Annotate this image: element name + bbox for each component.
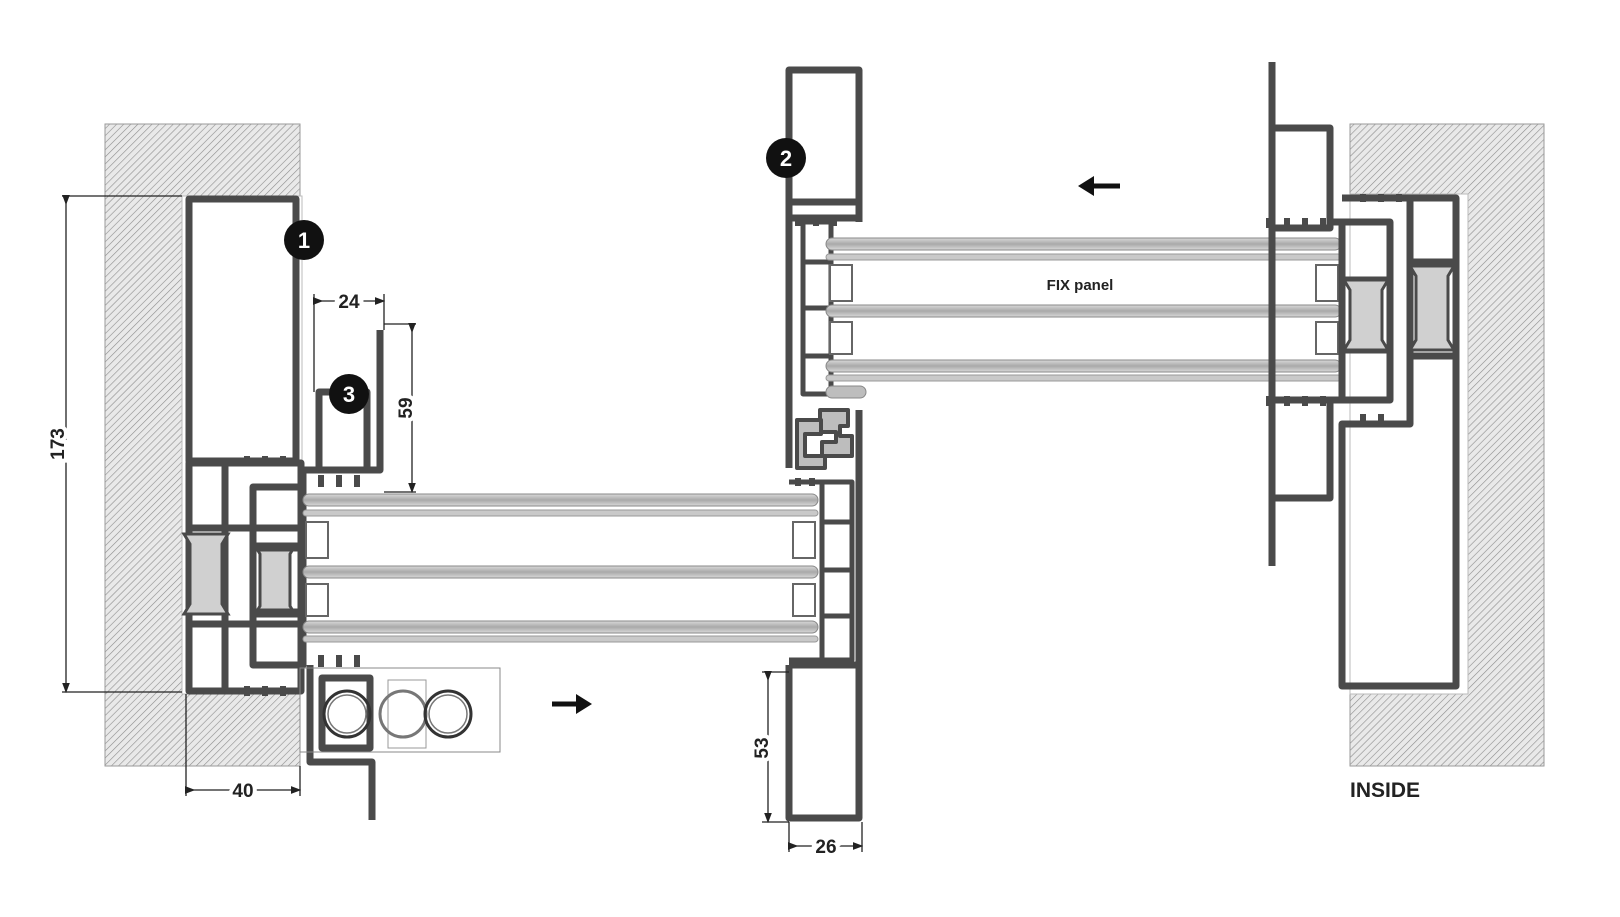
fix-panel-label: FIX panel: [1047, 277, 1114, 294]
sliding-sash-left: [249, 330, 384, 669]
left-frame-teeth: [244, 456, 286, 696]
arrow-right-icon: [552, 694, 592, 714]
left-thermal-break: [181, 532, 299, 618]
center-interlock-hook: [795, 408, 854, 470]
dim-frame-depth-label: 40: [232, 781, 253, 802]
dim-profile-height-label: 59: [396, 397, 417, 418]
callout-3: 3: [329, 374, 369, 414]
sliding-glass: [302, 493, 819, 643]
right-outer-fin: [1268, 62, 1334, 566]
right-thermal-break: [1341, 264, 1457, 352]
dim-jamb-depth: [762, 670, 789, 824]
roller-wheels: [299, 667, 501, 753]
arrow-left-icon: [1078, 176, 1120, 196]
center-bottom-profile: [785, 410, 863, 822]
svg-text:1: 1: [298, 228, 310, 253]
dim-frame-depth: [184, 694, 302, 796]
dim-jamb-depth-label: 53: [752, 737, 773, 758]
callout-1: 1: [284, 220, 324, 260]
right-frame-profile: [1338, 194, 1460, 690]
sliding-bottom-profile: [306, 665, 376, 820]
dim-profile-width-label: 24: [338, 292, 360, 313]
dim-jamb-width-label: 26: [815, 837, 836, 858]
svg-text:3: 3: [343, 382, 355, 407]
dim-jamb-width: [787, 822, 864, 852]
left-wall: [104, 123, 303, 767]
sliding-sash-teeth: [318, 475, 360, 667]
center-teeth: [795, 218, 837, 486]
dim-frame-height: [62, 194, 182, 694]
fix-glass: [825, 237, 1342, 399]
svg-text:2: 2: [780, 146, 792, 171]
callout-2: 2: [766, 138, 806, 178]
inside-label: INSIDE: [1350, 779, 1420, 802]
dim-frame-height-label: 173: [48, 428, 69, 460]
right-teeth: [1266, 194, 1402, 422]
dim-profile-height: [384, 322, 416, 494]
